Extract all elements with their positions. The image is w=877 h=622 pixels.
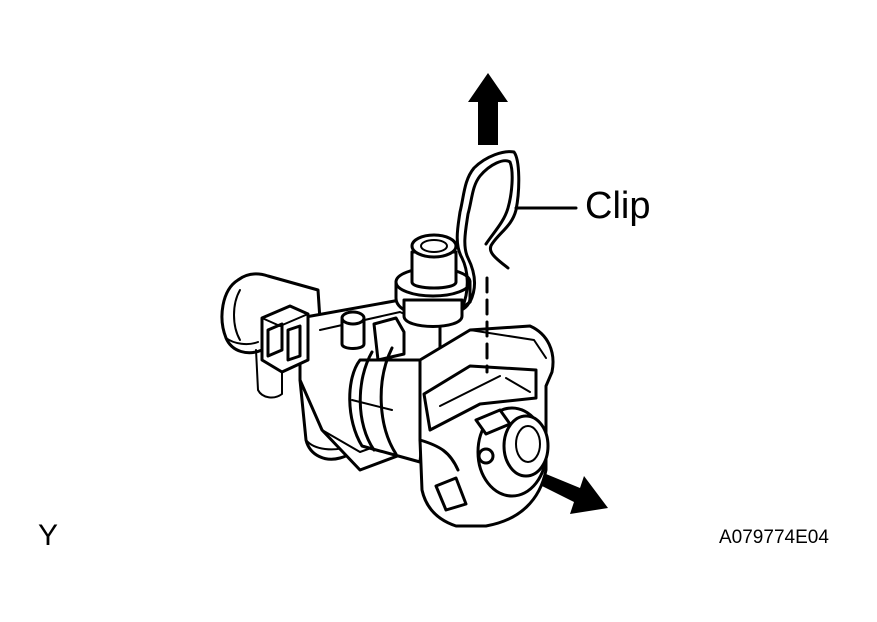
figure-code-label: A079774E04	[719, 527, 829, 548]
connector-tab	[260, 304, 310, 374]
clip-part	[455, 150, 521, 310]
cylinder-section	[348, 346, 432, 464]
small-boss	[340, 310, 406, 362]
arrow-up-icon	[468, 73, 508, 145]
upper-nipple	[394, 233, 472, 328]
clip-label: Clip	[585, 185, 651, 227]
view-letter-label: Y	[38, 519, 59, 552]
outlet-boss	[474, 406, 550, 498]
arrow-down-right-icon	[542, 474, 608, 514]
